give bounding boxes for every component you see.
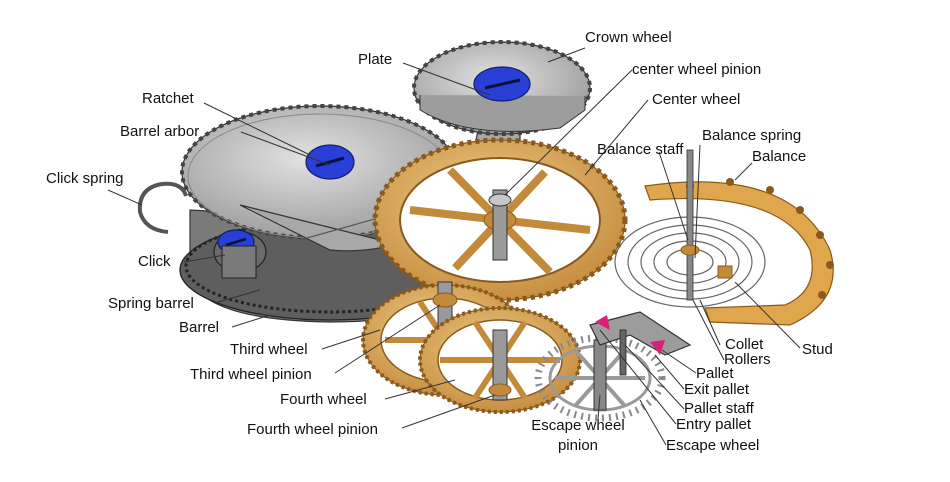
label-escape-wheel-pinion-line2: pinion bbox=[557, 437, 599, 454]
label-click: Click bbox=[138, 253, 171, 270]
label-balance-spring: Balance spring bbox=[702, 127, 802, 144]
label-collet: Collet bbox=[725, 336, 764, 353]
leader-lines bbox=[107, 47, 801, 446]
click-spring bbox=[137, 181, 188, 234]
label-escape-wheel-pinion-line1: Escape wheel bbox=[531, 417, 625, 434]
label-click-spring: Click spring bbox=[46, 170, 124, 187]
label-escape-wheel: Escape wheel bbox=[666, 437, 760, 454]
label-center-wheel: Center wheel bbox=[652, 91, 741, 108]
label-ratchet: Ratchet bbox=[142, 90, 194, 107]
center-wheel-pinion bbox=[488, 189, 512, 261]
label-fourth-wheel-pinion: Fourth wheel pinion bbox=[247, 421, 378, 438]
label-balance-staff: Balance staff bbox=[597, 141, 684, 158]
label-pallet: Pallet bbox=[696, 365, 734, 382]
fourth-wheel-pinion bbox=[488, 329, 512, 401]
label-fourth-wheel: Fourth wheel bbox=[280, 391, 367, 408]
crown-wheel-screw bbox=[473, 66, 531, 102]
label-center-wheel-pinion: center wheel pinion bbox=[632, 61, 762, 78]
label-crown-wheel: Crown wheel bbox=[585, 29, 672, 46]
label-barrel: Barrel bbox=[179, 319, 220, 336]
stud bbox=[717, 265, 733, 279]
label-third-wheel-pinion: Third wheel pinion bbox=[190, 366, 312, 383]
label-rollers: Rollers bbox=[724, 351, 771, 368]
label-stud: Stud bbox=[802, 341, 833, 358]
pallet-fork bbox=[589, 311, 692, 376]
label-third-wheel: Third wheel bbox=[230, 341, 308, 358]
label-spring-barrel: Spring barrel bbox=[108, 295, 194, 312]
ratchet-screw bbox=[305, 144, 355, 180]
label-entry-pallet: Entry pallet bbox=[676, 416, 752, 433]
label-barrel-arbor: Barrel arbor bbox=[120, 123, 200, 140]
label-plate: Plate bbox=[358, 51, 393, 68]
label-pallet-staff: Pallet staff bbox=[684, 400, 754, 417]
pallet-jewels bbox=[595, 315, 665, 355]
label-balance: Balance bbox=[752, 148, 807, 165]
label-exit-pallet: Exit pallet bbox=[684, 381, 750, 398]
balance-staff bbox=[680, 149, 700, 301]
balance-wheel bbox=[644, 178, 834, 326]
click bbox=[213, 229, 267, 279]
